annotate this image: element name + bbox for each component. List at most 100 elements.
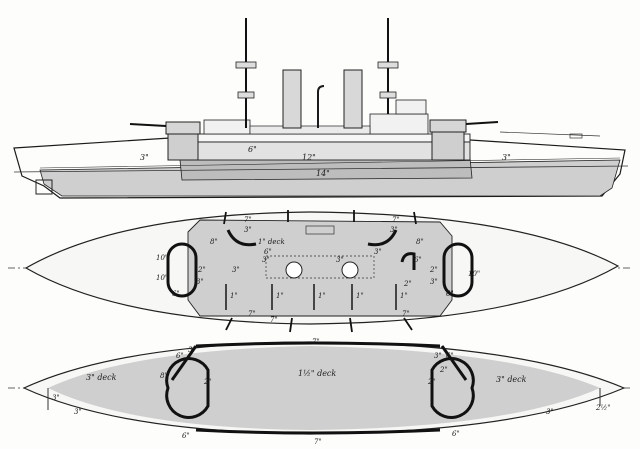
- engine-hatch: [265, 255, 375, 279]
- citadel: [179, 141, 471, 161]
- aft-fighting-top: [235, 61, 257, 69]
- ud-label-0: 7": [244, 216, 252, 224]
- ud-label-2: 8": [210, 238, 218, 246]
- gun-port-7: [349, 317, 353, 333]
- ud-label-7: 6": [172, 290, 180, 298]
- ld-label-11: 2": [439, 366, 448, 374]
- deckhouse-aft: [203, 119, 251, 135]
- ud-label-9: 6": [264, 248, 272, 256]
- ld-label-3: 3" deck: [86, 373, 117, 382]
- ud-label-23: 2": [403, 280, 412, 288]
- ld-label-12: 3": [52, 394, 60, 402]
- ld-label-0: 7": [312, 338, 320, 346]
- armored-deck-shade: [48, 346, 600, 430]
- profile-label-casemate: 6": [248, 145, 257, 154]
- ud-label-16: 3": [390, 226, 398, 234]
- fore-bulkhead-lower: [440, 345, 468, 381]
- ld-label-1: 6": [176, 352, 184, 360]
- ud-label-28: 7": [248, 310, 256, 318]
- rudder: [35, 179, 53, 195]
- ld-label-14: 3": [546, 408, 554, 416]
- fore-funnel: [343, 69, 363, 129]
- ud-label-29: 7": [402, 310, 410, 318]
- aft-lower-top: [237, 91, 255, 99]
- profile-label-bow: 3": [502, 153, 511, 162]
- ld-label-5: 3": [434, 352, 442, 360]
- aft-turret: [165, 121, 201, 135]
- lower-deck-plan: 7" 6" 3" 3" deck 1½" deck 3" 6" 3" deck …: [8, 338, 632, 446]
- aft-barbette-lower: [165, 357, 210, 419]
- waterline: [13, 165, 629, 173]
- bridge: [395, 99, 427, 115]
- ld-label-7: 3" deck: [496, 375, 527, 384]
- belt-top-line: [39, 157, 621, 169]
- gun-port-8: [403, 317, 413, 331]
- forecastle-deck: [169, 133, 471, 143]
- ud-label-25: 3": [336, 256, 344, 264]
- ld-label-8: 8": [160, 372, 168, 380]
- fore-lower-top: [379, 91, 397, 99]
- aft-bulkhead-lower: [170, 345, 198, 381]
- ud-label-6: 2": [197, 266, 206, 274]
- deck-hatch: [305, 225, 335, 235]
- casemate-aft-upper: [226, 229, 257, 247]
- casemate-fore-mid: [400, 252, 416, 270]
- fore-gun: [465, 121, 499, 125]
- boat-deck: [249, 125, 371, 135]
- ventilator: [317, 85, 325, 128]
- ud-label-18: 1": [230, 292, 238, 300]
- ud-label-3: 1" deck: [258, 238, 285, 246]
- bow-rail: [499, 131, 601, 137]
- ld-label-15: 2½": [595, 404, 610, 412]
- side-profile: 3" 6" 12" 14" 3": [13, 18, 629, 199]
- ud-label-26: 3": [262, 256, 270, 264]
- ud-label-14: 3": [430, 278, 438, 286]
- belt-outline-lower: [195, 341, 441, 435]
- ud-label-19: 1": [276, 292, 284, 300]
- fore-barbette: [431, 127, 465, 161]
- ud-label-15: 3": [374, 248, 382, 256]
- gun-port-1: [223, 211, 227, 225]
- gun-port-6: [289, 317, 293, 333]
- bow-fitting: [569, 133, 583, 139]
- ud-label-20: 1": [318, 292, 326, 300]
- casemate-fore-upper: [367, 229, 398, 247]
- ud-label-21: 1": [356, 292, 364, 300]
- aft-uptake: [285, 261, 303, 279]
- profile-label-stern: 3": [140, 153, 149, 162]
- ud-label-8: 3": [196, 278, 204, 286]
- ud-label-1: 7": [392, 216, 400, 224]
- ld-label-2: 3": [188, 346, 196, 354]
- gun-port-5: [225, 317, 233, 331]
- aft-barbette-plan: [166, 242, 198, 298]
- ud-label-17: 10": [468, 270, 480, 278]
- ud-label-24: 3": [232, 266, 240, 274]
- ld-label-16: 6": [182, 432, 190, 440]
- fore-fighting-top: [377, 61, 399, 69]
- profile-label-main-belt: 14": [316, 169, 330, 178]
- ud-label-10: 3": [244, 226, 252, 234]
- ud-label-22: 1": [400, 292, 408, 300]
- ld-label-10: 2": [427, 378, 436, 386]
- aft-gun: [129, 123, 167, 127]
- gun-port-4: [413, 211, 417, 225]
- ld-label-18: 6": [452, 430, 460, 438]
- ud-label-4: 8": [416, 238, 424, 246]
- upper-deck-plan: 7" 7" 8" 1" deck 8" 10" 2" 6" 3" 6" 3" 1…: [8, 210, 632, 333]
- citadel-deck-armor: [187, 219, 453, 317]
- deckhouse-fore: [369, 113, 429, 135]
- fore-turret: [429, 119, 467, 133]
- aft-funnel: [282, 69, 302, 129]
- ud-label-5: 10": [156, 254, 168, 262]
- ud-label-13: 6": [446, 290, 454, 298]
- ud-label-11: 10": [156, 274, 168, 282]
- fore-uptake: [341, 261, 359, 279]
- ld-label-13: 3": [74, 408, 82, 416]
- fore-barbette-lower: [430, 357, 475, 419]
- ld-label-17: 7": [314, 438, 322, 446]
- fore-barbette-plan: [442, 242, 474, 298]
- ud-label-27: 6": [414, 256, 422, 264]
- profile-label-upper-belt: 12": [302, 153, 316, 162]
